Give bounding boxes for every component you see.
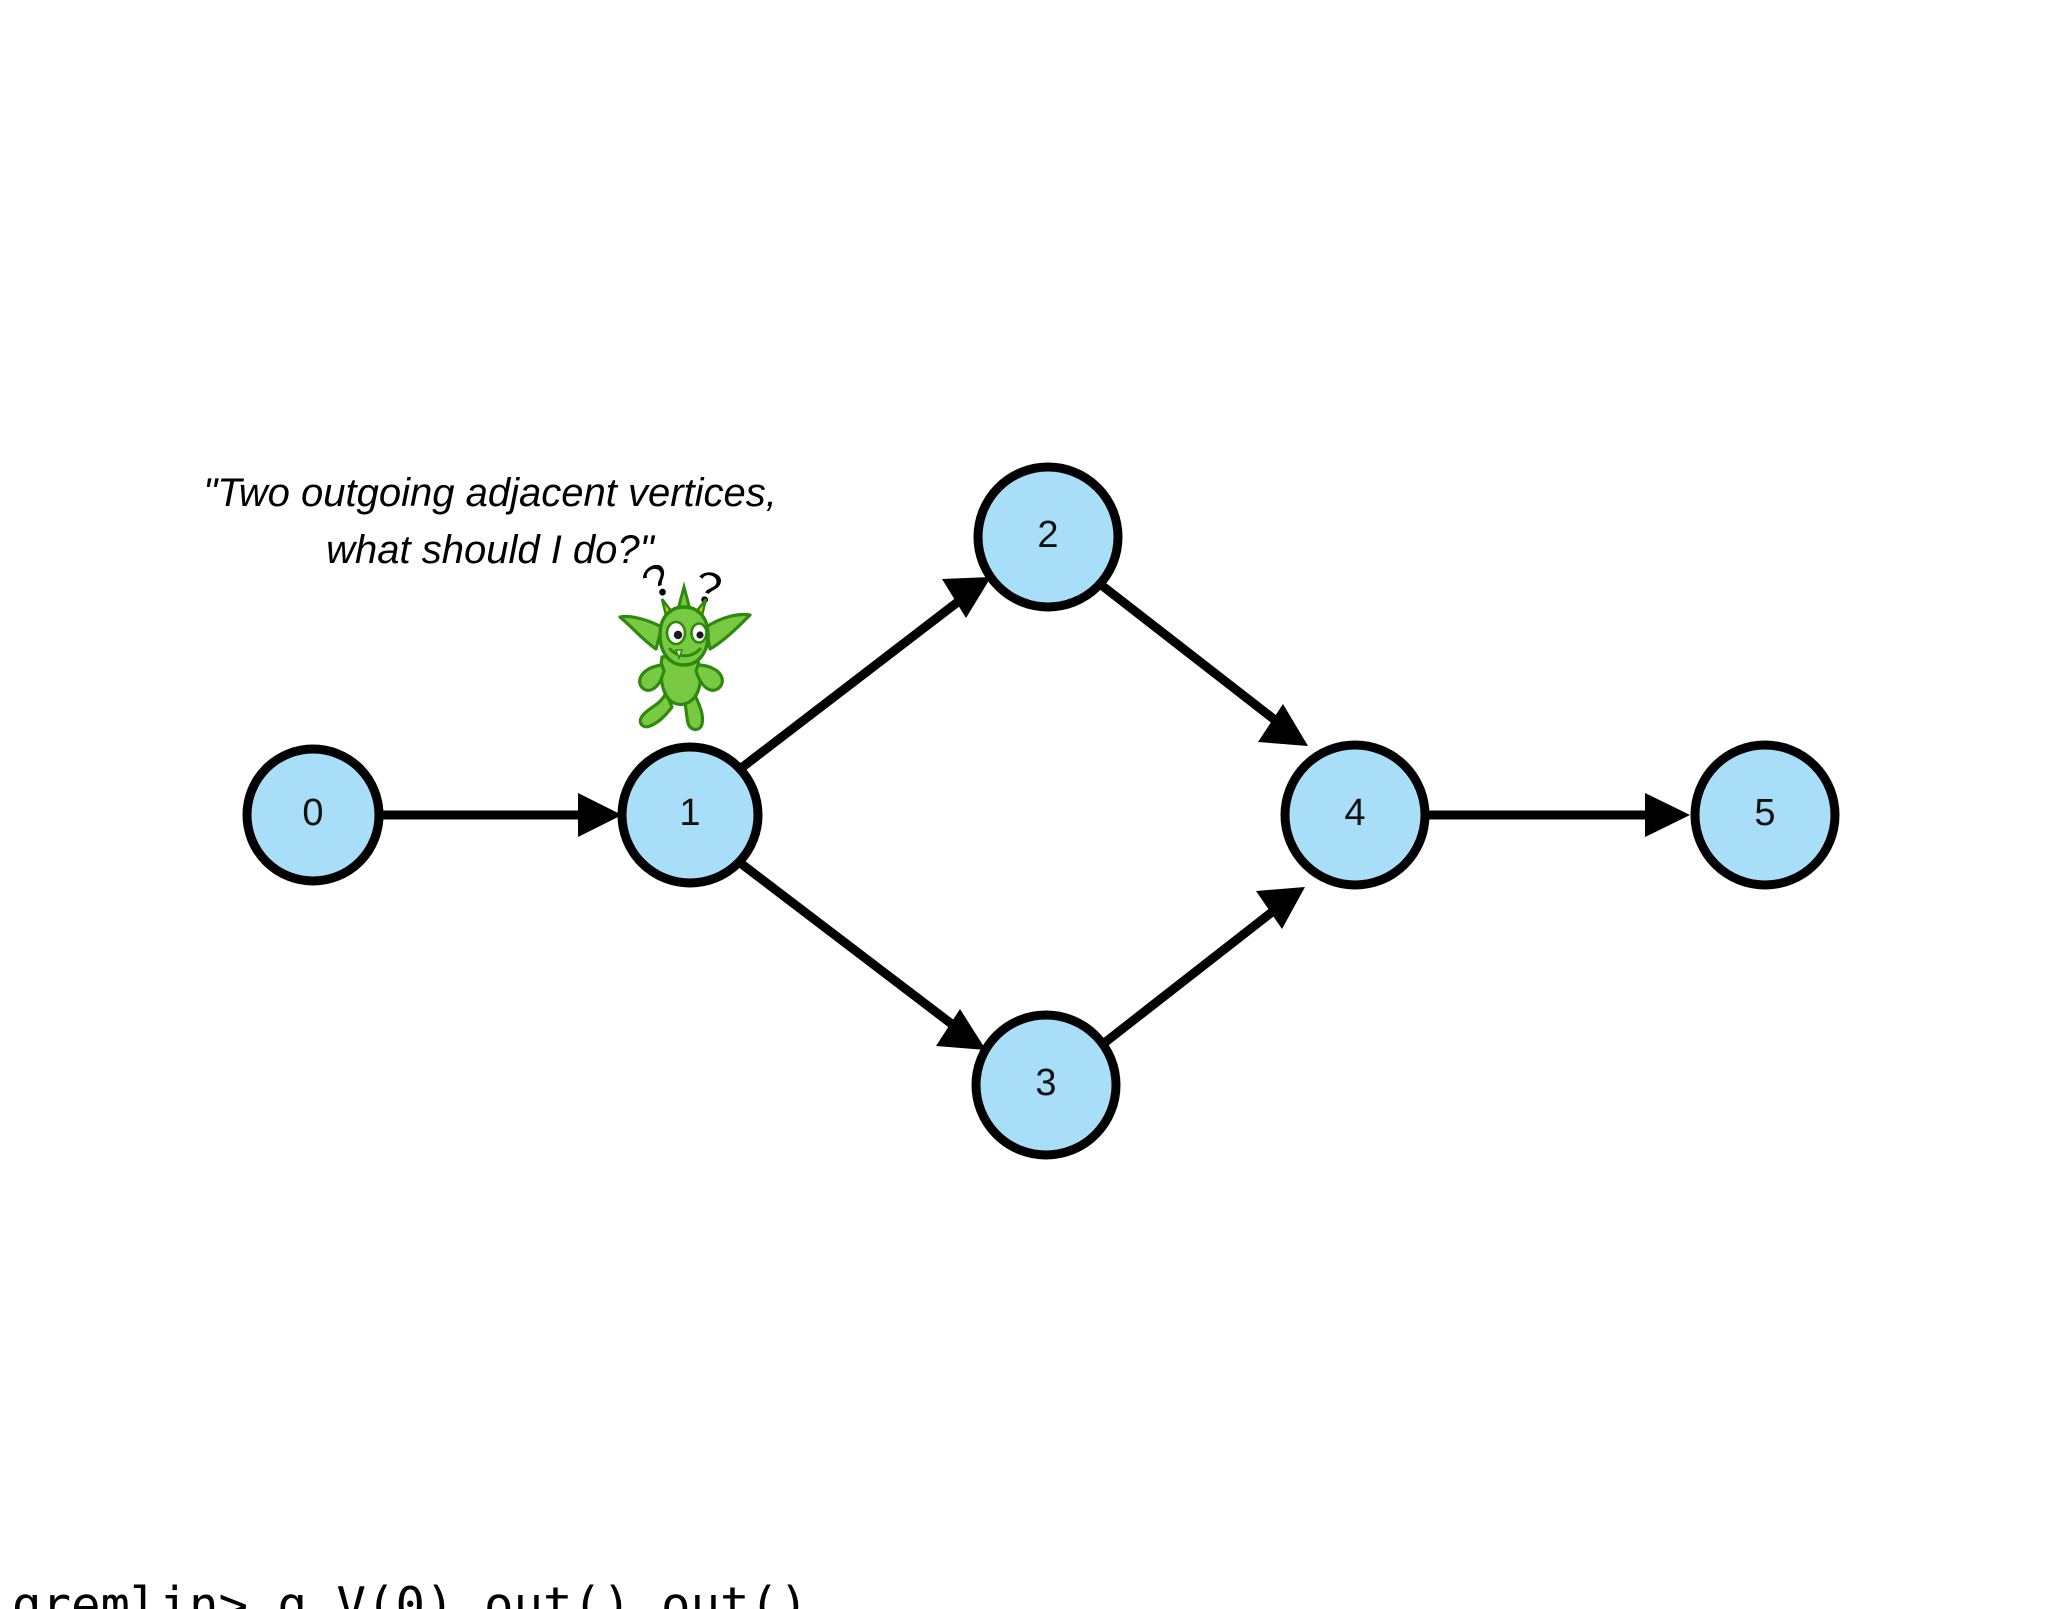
node-3-label: 3	[1035, 1062, 1056, 1104]
node-2-label: 2	[1037, 514, 1058, 556]
arrow-head-icon	[578, 793, 622, 837]
gremlin-mascot	[610, 565, 760, 745]
node-2[interactable]: 2	[973, 462, 1123, 612]
arrow-head-icon	[1258, 704, 1308, 746]
arrow-head-icon	[936, 1009, 986, 1050]
gremlin-body	[618, 581, 752, 732]
question-mark-right-icon	[699, 572, 721, 604]
node-1-label: 1	[679, 792, 700, 834]
arrow-head-icon	[1645, 793, 1690, 837]
node-4-label: 4	[1344, 792, 1365, 834]
node-1[interactable]: 1	[617, 742, 763, 888]
speech-caption: "Two outgoing adjacent vertices, what sh…	[203, 471, 777, 572]
node-0-label: 0	[302, 792, 323, 834]
arrow-head-icon	[942, 577, 991, 618]
gremlin-console: gremlin> g.V(0).out().out() ==>??	[12, 1452, 809, 1609]
node-0[interactable]: 0	[242, 744, 384, 886]
node-4[interactable]: 4	[1280, 740, 1430, 890]
edge-1-to-2	[737, 577, 991, 773]
edge-3-to-4	[1100, 887, 1305, 1048]
edge-0-to-1	[379, 793, 622, 837]
question-mark-left-icon	[642, 565, 666, 596]
node-5-label: 5	[1754, 792, 1775, 834]
arrow-head-icon	[1256, 887, 1305, 929]
console-prompt-line: gremlin> g.V(0).out().out()	[12, 1577, 809, 1609]
node-3[interactable]: 3	[971, 1010, 1121, 1160]
edge-2-to-4	[1097, 580, 1308, 746]
edge-1-to-3	[736, 858, 986, 1050]
node-5[interactable]: 5	[1690, 740, 1840, 890]
edge-4-to-5	[1425, 793, 1690, 837]
